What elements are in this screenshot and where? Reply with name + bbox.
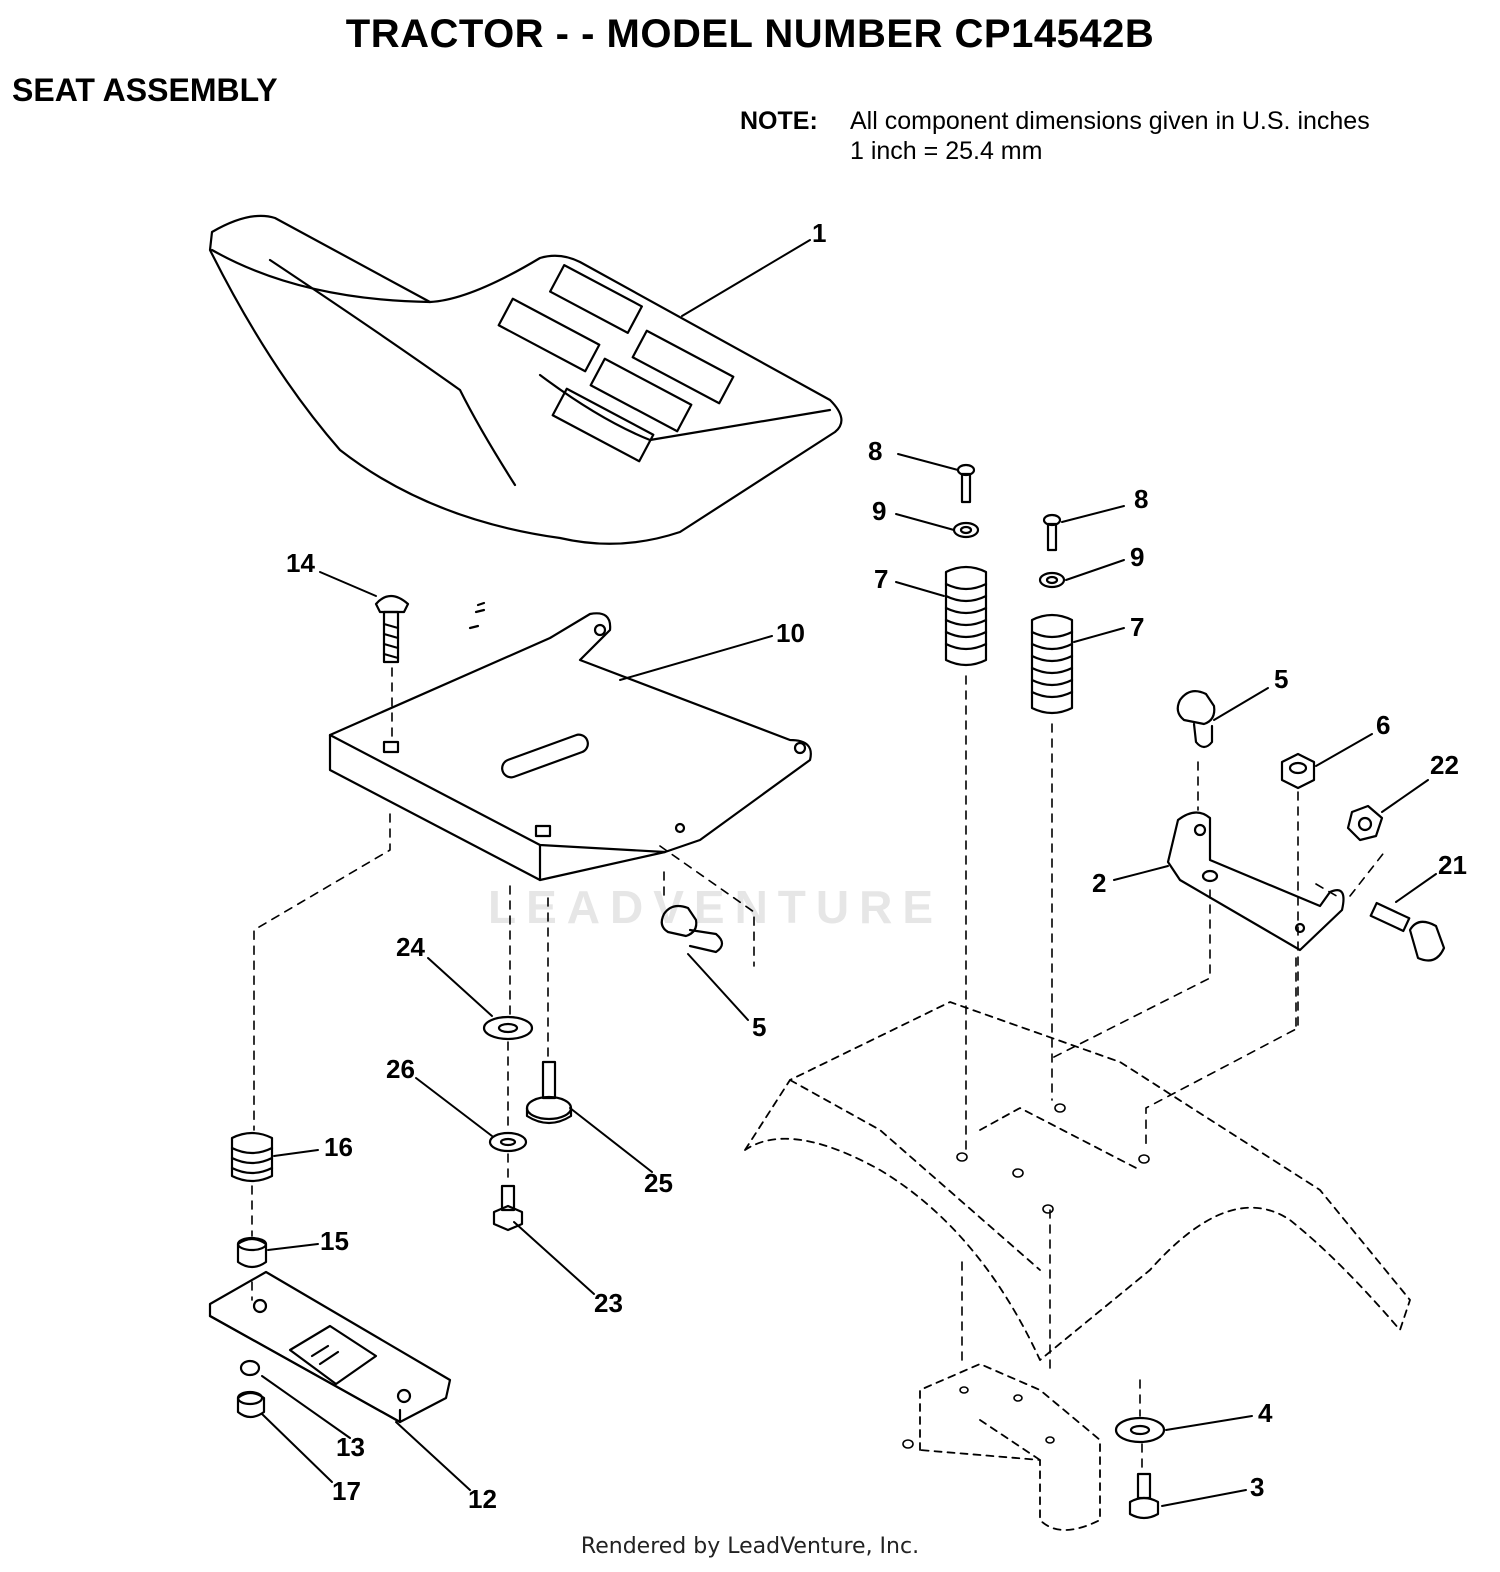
coil-spring-part[interactable] bbox=[230, 1131, 274, 1183]
shoulder-screw-part[interactable] bbox=[525, 1060, 573, 1125]
screw-part-right[interactable] bbox=[1042, 513, 1062, 552]
callout-7-right: 7 bbox=[1130, 612, 1144, 642]
dimension-note: NOTE: All component dimensions given in U… bbox=[740, 106, 1370, 166]
screw-part-left[interactable] bbox=[956, 463, 976, 504]
callout-labels: 1 14 10 8 9 7 8 9 7 5 6 22 2 21 5 24 26 … bbox=[286, 218, 1467, 1514]
spring-part-right[interactable] bbox=[1030, 613, 1074, 715]
callout-17: 17 bbox=[332, 1476, 361, 1506]
lock-washer-right[interactable] bbox=[1038, 571, 1066, 589]
callout-3: 3 bbox=[1250, 1472, 1264, 1502]
leader-lines bbox=[261, 239, 1437, 1507]
flange-nut-part[interactable] bbox=[1346, 804, 1384, 842]
pivot-bracket-part[interactable] bbox=[1166, 811, 1345, 952]
callout-6: 6 bbox=[1376, 710, 1390, 740]
callout-1: 1 bbox=[812, 218, 826, 248]
callout-22: 22 bbox=[1430, 750, 1459, 780]
note-line-2: 1 inch = 25.4 mm bbox=[850, 137, 1043, 165]
callout-13: 13 bbox=[336, 1432, 365, 1462]
seat-pan-part[interactable] bbox=[328, 612, 812, 882]
callout-8-right: 8 bbox=[1134, 484, 1148, 514]
hex-bolt-part[interactable] bbox=[492, 1184, 524, 1232]
tractor-frame-outline bbox=[744, 1001, 1411, 1531]
callout-16: 16 bbox=[324, 1132, 353, 1162]
flange-lock-nut-part[interactable] bbox=[236, 1390, 266, 1419]
callout-9-right: 9 bbox=[1130, 542, 1144, 572]
note-label: NOTE: bbox=[740, 107, 818, 135]
adjustment-knob-lower[interactable] bbox=[660, 904, 724, 954]
callout-5-upper: 5 bbox=[1274, 664, 1288, 694]
seat-part[interactable] bbox=[208, 214, 843, 545]
callout-9-left: 9 bbox=[872, 496, 886, 526]
flat-washer-part[interactable] bbox=[482, 1015, 534, 1041]
callout-10: 10 bbox=[776, 618, 805, 648]
small-washer-part[interactable] bbox=[488, 1131, 528, 1153]
callout-12: 12 bbox=[468, 1484, 497, 1514]
adjustment-knob-upper[interactable] bbox=[1176, 689, 1216, 749]
shoulder-bolt-part[interactable] bbox=[1369, 901, 1446, 962]
section-title: SEAT ASSEMBLY bbox=[12, 72, 278, 108]
callout-8-left: 8 bbox=[868, 436, 882, 466]
callout-25: 25 bbox=[644, 1168, 673, 1198]
hex-nut-part[interactable] bbox=[1280, 752, 1316, 790]
callout-4: 4 bbox=[1258, 1398, 1273, 1428]
frame-holes bbox=[902, 1103, 1150, 1449]
watermark: LEADVENTURE bbox=[488, 881, 944, 933]
nut-part[interactable] bbox=[239, 1359, 261, 1377]
callout-15: 15 bbox=[320, 1226, 349, 1256]
note-line-1: All component dimensions given in U.S. i… bbox=[850, 107, 1370, 135]
mounting-plate-part[interactable] bbox=[208, 1270, 452, 1424]
spacer-part[interactable] bbox=[236, 1236, 268, 1269]
callout-14: 14 bbox=[286, 548, 315, 578]
callout-7-left: 7 bbox=[874, 564, 888, 594]
carriage-bolt-part[interactable] bbox=[374, 594, 410, 664]
spring-part-left[interactable] bbox=[944, 565, 988, 667]
lock-washer-left[interactable] bbox=[952, 521, 980, 539]
bolt-part[interactable] bbox=[1128, 1472, 1160, 1520]
assembly-lines bbox=[251, 667, 1387, 1471]
callout-23: 23 bbox=[594, 1288, 623, 1318]
callout-5-lower: 5 bbox=[752, 1012, 766, 1042]
page-title: TRACTOR - - MODEL NUMBER CP14542B bbox=[345, 12, 1155, 56]
callout-26: 26 bbox=[386, 1054, 415, 1084]
footer-credit: Rendered by LeadVenture, Inc. bbox=[580, 1534, 920, 1559]
large-washer-part[interactable] bbox=[1114, 1416, 1166, 1444]
callout-21: 21 bbox=[1438, 850, 1467, 880]
callout-2: 2 bbox=[1092, 868, 1106, 898]
callout-24: 24 bbox=[396, 932, 425, 962]
